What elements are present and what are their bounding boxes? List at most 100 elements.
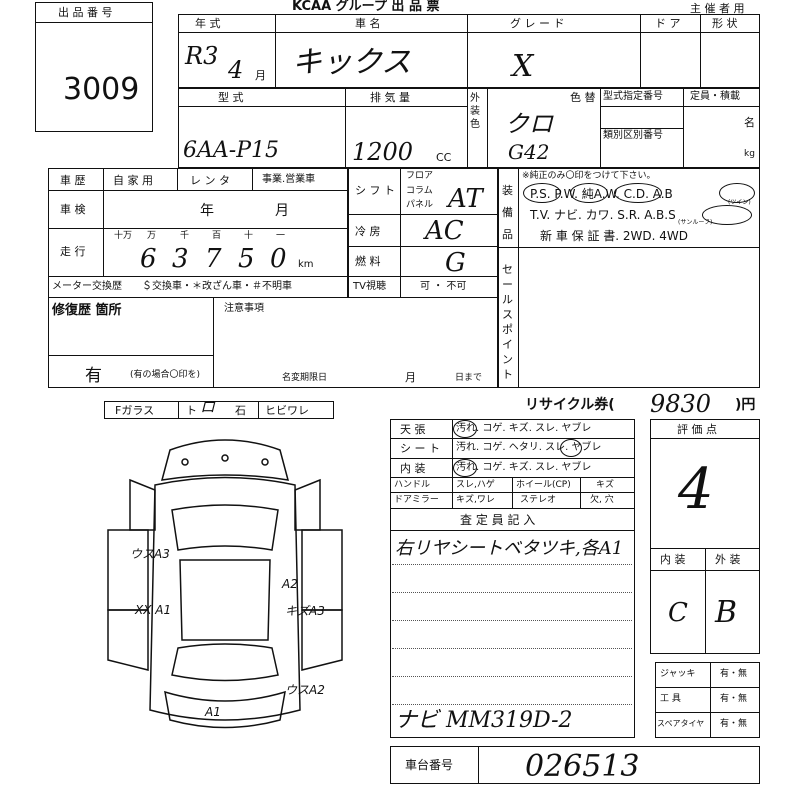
tool-label: 工 具 [660,694,681,704]
ac-label: 冷 房 [355,225,381,238]
recycle-unit: )円 [735,397,756,413]
mileage-digit: 3 [172,244,189,274]
score-label: 評 価 点 [677,423,717,436]
exterior-grade-value: B [715,595,738,630]
grade-value: X [512,49,534,84]
tool-value: 有・無 [720,719,748,729]
handle-options: スレ,ハゲ [456,480,495,490]
capacity-label: 定員・積載 [690,91,740,102]
glass-mark: ロ [200,398,216,416]
fuel-label: 燃 料 [355,255,381,268]
name-change-until: 日まで [455,373,483,383]
glass-box [104,401,334,419]
tv-label: TV視聴 [353,281,386,292]
history-private: 自 家 用 [113,174,153,187]
digit-header: 十 [244,231,254,241]
meter-exchange-options: ＄交換車・＊改ざん車・＃不明車 [142,281,292,292]
grade-label: グ レ ー ド [510,17,565,30]
month-value: 4 [228,56,244,84]
history-business: 事業.営業車 [262,174,316,185]
inspector-note-2: ナビ MM319D-2 [395,708,573,733]
damage-mark: キズA3 [285,604,325,618]
interior-grade-label: 内 装 [660,553,686,566]
repair-label: 修復歴 箇所 [52,303,122,318]
sales-point-label: セールスポイント [502,263,513,381]
repair-box [48,298,498,388]
shift-value: AT [448,184,483,214]
history-box [48,168,348,298]
sunroof-note: (サンルーフ) [678,219,713,226]
glass-front: Fガラス [115,404,155,417]
ac-value: AC [425,216,464,246]
door-label: ド ア [655,17,681,30]
category-label: 類別区別番号 [603,130,663,141]
inspector-note-1: 右リヤシートベタツキ,各A1 [395,538,624,559]
glass-crack: ヒビワレ [265,404,309,417]
month-unit: 月 [255,69,266,82]
damage-mark: ウスA3 [130,547,170,561]
digit-header: 一 [276,231,286,241]
color-value: クロ [505,110,553,138]
model-designation-label: 型式指定番号 [603,91,663,102]
glass-stone: 石 [235,404,246,417]
specs-box [348,168,498,298]
sales-point-box [498,248,760,388]
inspector-label: 査 定 員 記 入 [460,513,536,527]
repair-value: 有 [85,366,102,386]
shift-column: コラム [406,186,433,196]
tool-value: 有・無 [720,669,748,679]
color-change-label: 色 替 [570,91,596,104]
tools-box [655,662,760,738]
model-value: 6AA-P15 [183,138,280,163]
tool-value: 有・無 [720,694,748,704]
equipment-box [498,168,760,248]
mileage-digit: 6 [140,244,157,274]
interior-row-label: シ ー ト [400,442,440,455]
stereo-value: 欠, 穴 [590,495,614,505]
handle-label: ハンドル [394,480,431,490]
tool-label: ジャッキ [660,669,696,679]
digit-header: 十万 [114,231,133,241]
inspection-month: 月 [275,203,289,219]
inspection-label: 車 検 [60,203,86,216]
recycle-value: 9830 [650,390,712,418]
equipment-row3: 新 車 保 証 書. 2WD. 4WD [540,229,688,243]
tv-value: 可 ・ 不可 [420,281,467,292]
wheel-label: ホイール(CP) [516,480,571,490]
displacement-value: 1200 [352,138,414,166]
year-label: 年 式 [195,17,221,30]
meter-exchange-label: メーター交換歴 [52,281,122,292]
cc-unit: CC [436,151,452,164]
equipment-label: 装 備 品 [502,184,513,241]
damage-mark: XX A1 [135,603,172,617]
capacity-unit-kg: kg [744,149,755,159]
glass-chip: ト [186,404,197,417]
recycle-label: リサイクル券( [525,397,615,413]
tool-label: スペアタイヤ [657,719,705,728]
exterior-color-label: 外装色 [470,93,480,130]
lot-number-label: 出 品 番 号 [58,6,113,19]
fuel-value: G [445,248,466,278]
car-name-value: キックス [292,45,412,80]
interior-row-label: 内 装 [400,462,426,475]
equipment-row2: T.V. ナビ. カワ. S.R. A.B.S [530,208,676,222]
organizer-label: 主 催 者 用 [690,2,745,15]
inspection-year: 年 [200,203,214,219]
chassis-value: 026513 [525,749,640,784]
shift-floor: フロア [406,171,434,181]
repair-hint: (有の場合〇印を) [130,370,201,380]
interior-row-options: 汚れ. コゲ. ヘタリ. スレ. ヤブレ [456,442,602,453]
car-damage-diagram [107,439,343,729]
mirror-options: キズ,ワレ [456,495,495,505]
mileage-digit: 5 [238,244,255,274]
km-unit: km [298,259,314,270]
damage-mark: ウスA2 [285,683,325,697]
stereo-label: ステレオ [520,495,557,505]
mileage-digit: 0 [270,244,287,274]
name-change-label: 名変期限日 [282,373,328,383]
mirror-label: ドアミラー [394,495,439,505]
year-value: R3 [185,42,219,70]
notes-label: 注意事項 [224,303,264,314]
lot-number-box [35,2,153,132]
